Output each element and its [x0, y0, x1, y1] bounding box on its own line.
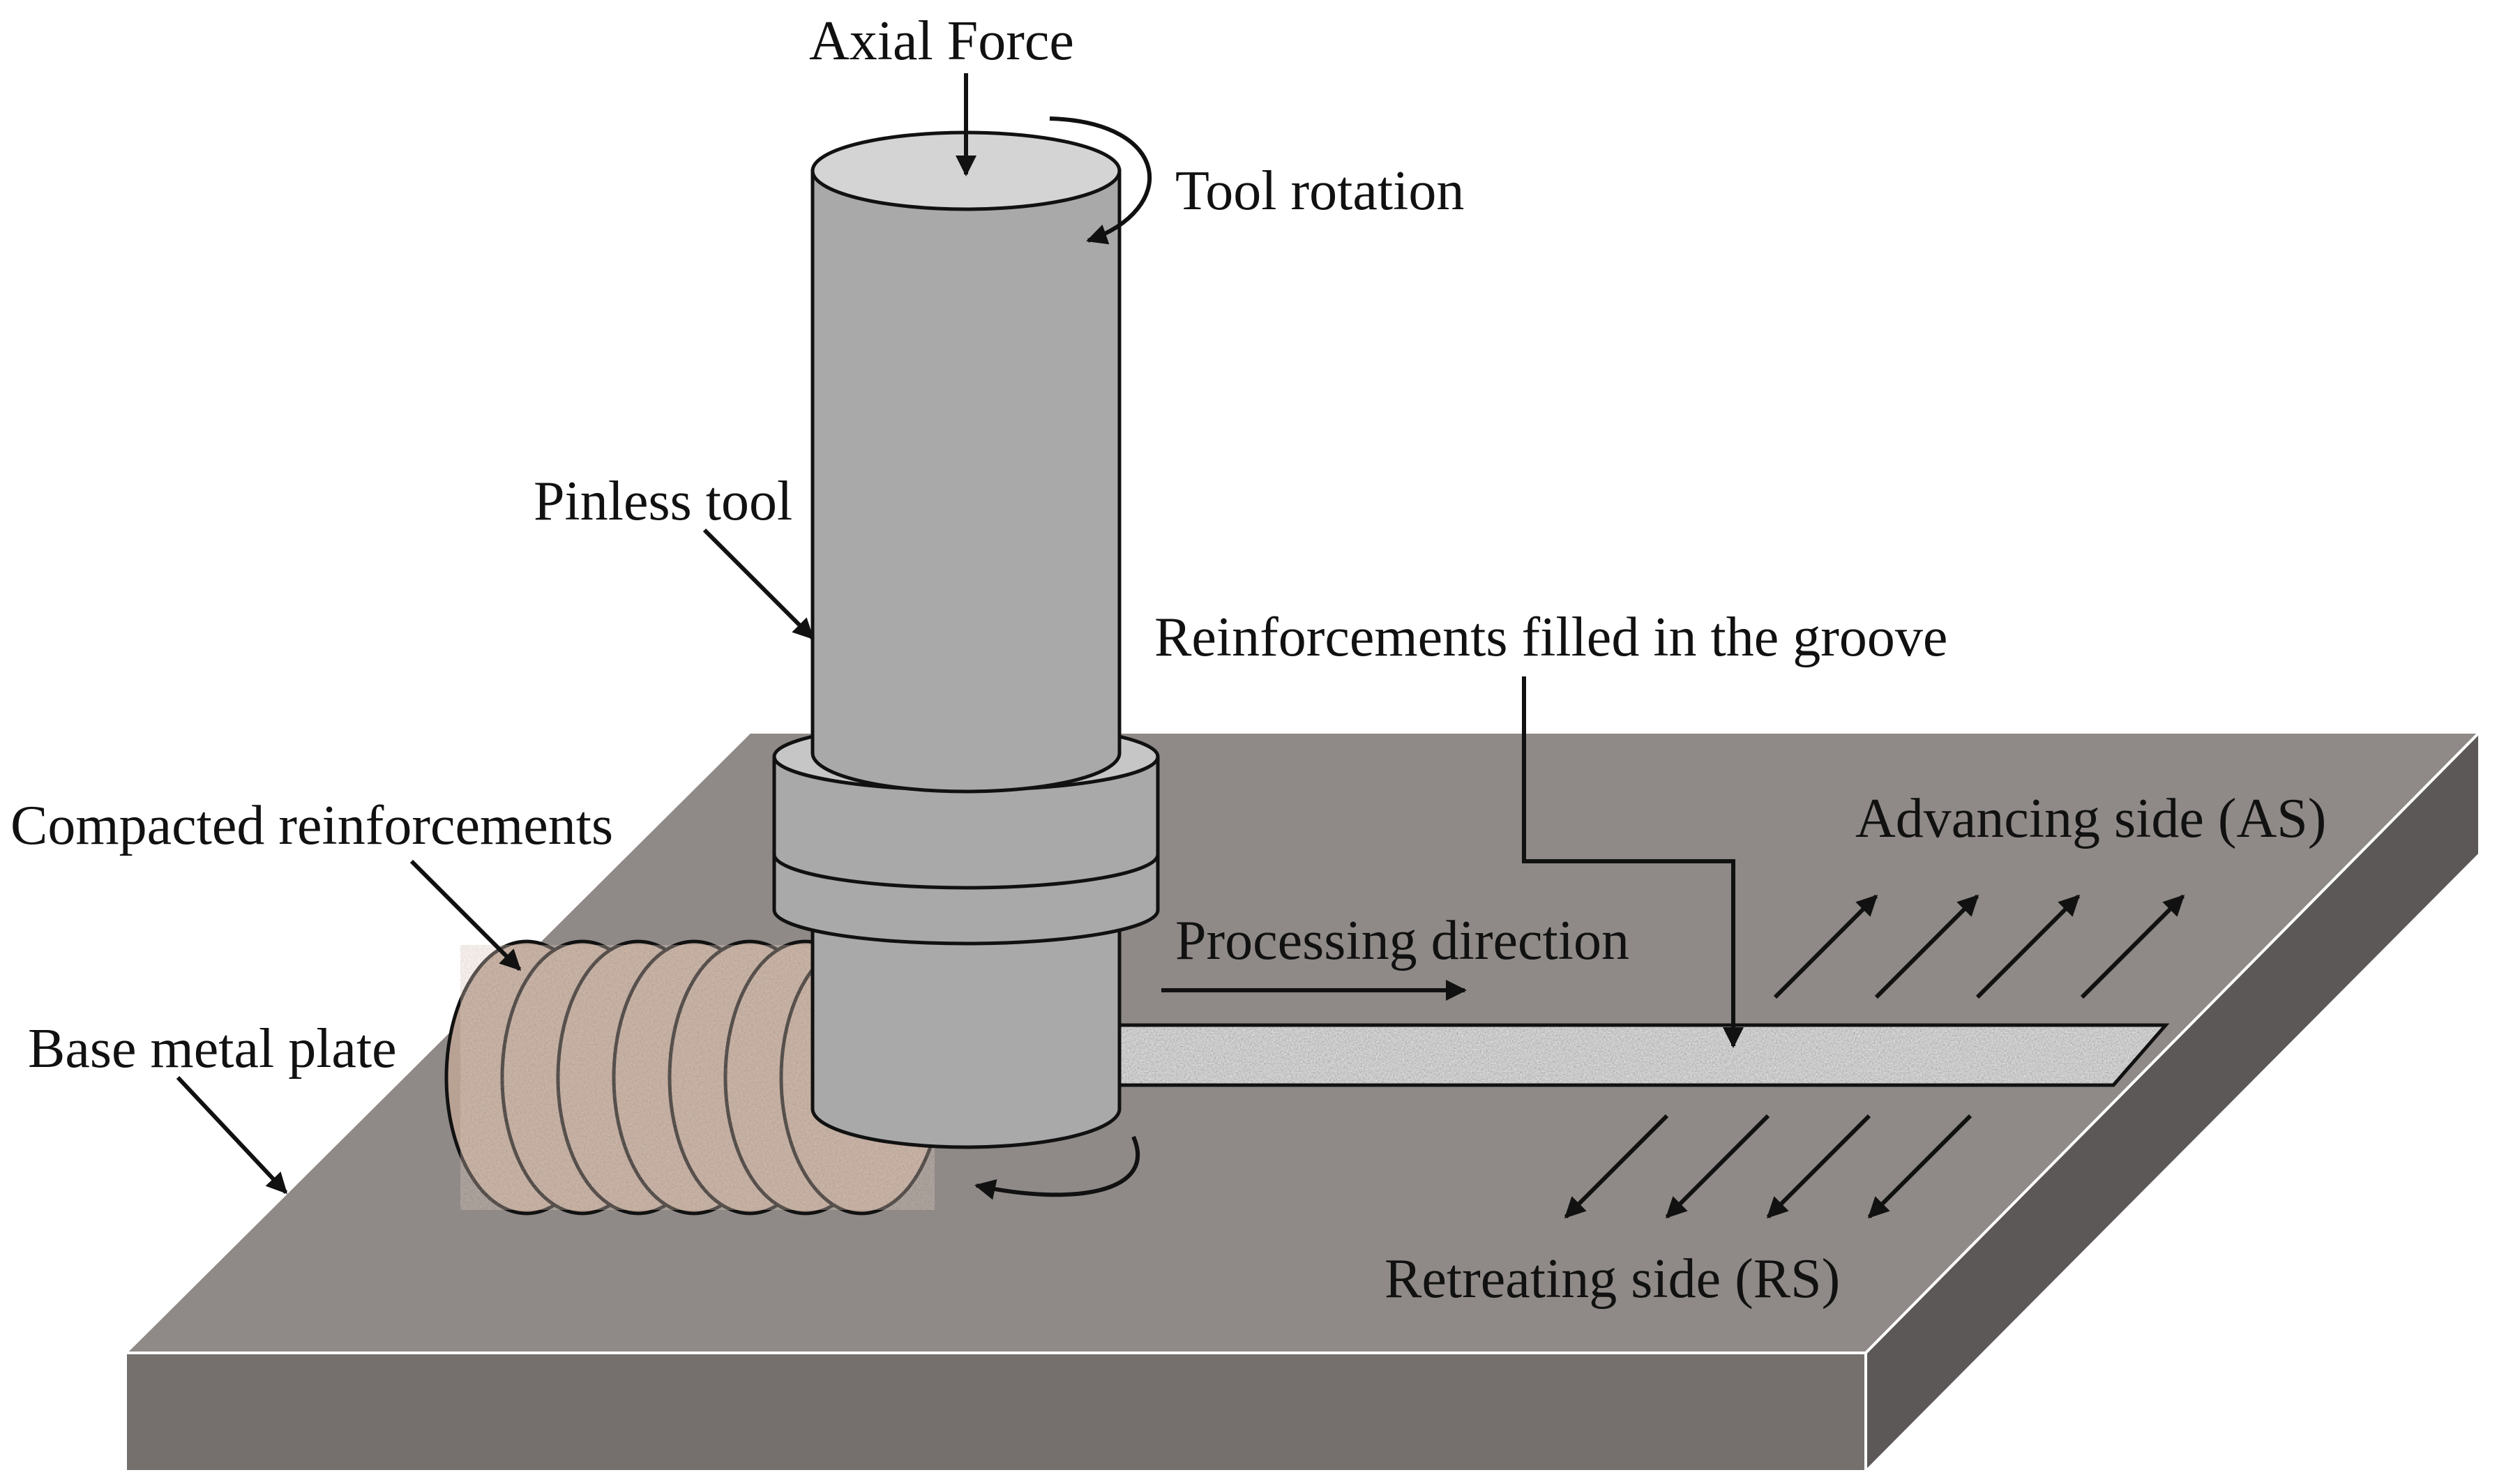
retreating-side-label: Retreating side (RS): [1385, 1248, 1840, 1310]
plate-side-face: [1864, 729, 2481, 1475]
tool-rotation-label: Tool rotation: [1175, 160, 1464, 222]
pinless-tool: [772, 130, 1160, 1149]
bottom-rotation-arrow: [974, 1135, 1140, 1200]
processing-direction-label: Processing direction: [1175, 910, 1629, 971]
retreating-side-arrows: [1564, 1114, 1972, 1219]
groove: [1117, 1023, 2170, 1087]
plate-front-face: [124, 1352, 1867, 1473]
pinless-tool-label: Pinless tool: [534, 471, 792, 532]
pinless-tool-arrow: [702, 528, 815, 640]
compacted-reinforcements-arrow: [409, 859, 522, 971]
compacted-reinforcements-label: Compacted reinforcements: [10, 795, 613, 856]
arrows: [176, 73, 2185, 1219]
advancing-side-label: Advancing side (AS): [1855, 788, 2326, 849]
tool-rotation-arrow: [1049, 116, 1152, 245]
axial-force-label: Axial Force: [809, 10, 1074, 72]
reinforcements-groove-label: Reinforcements filled in the groove: [1154, 607, 1947, 668]
base-metal-plate-arrow: [176, 1075, 288, 1195]
groove-pointer-arrow: [1522, 676, 1744, 1048]
advancing-side-arrows: [1773, 894, 2185, 999]
base-metal-plate-label: Base metal plate: [28, 1018, 397, 1080]
